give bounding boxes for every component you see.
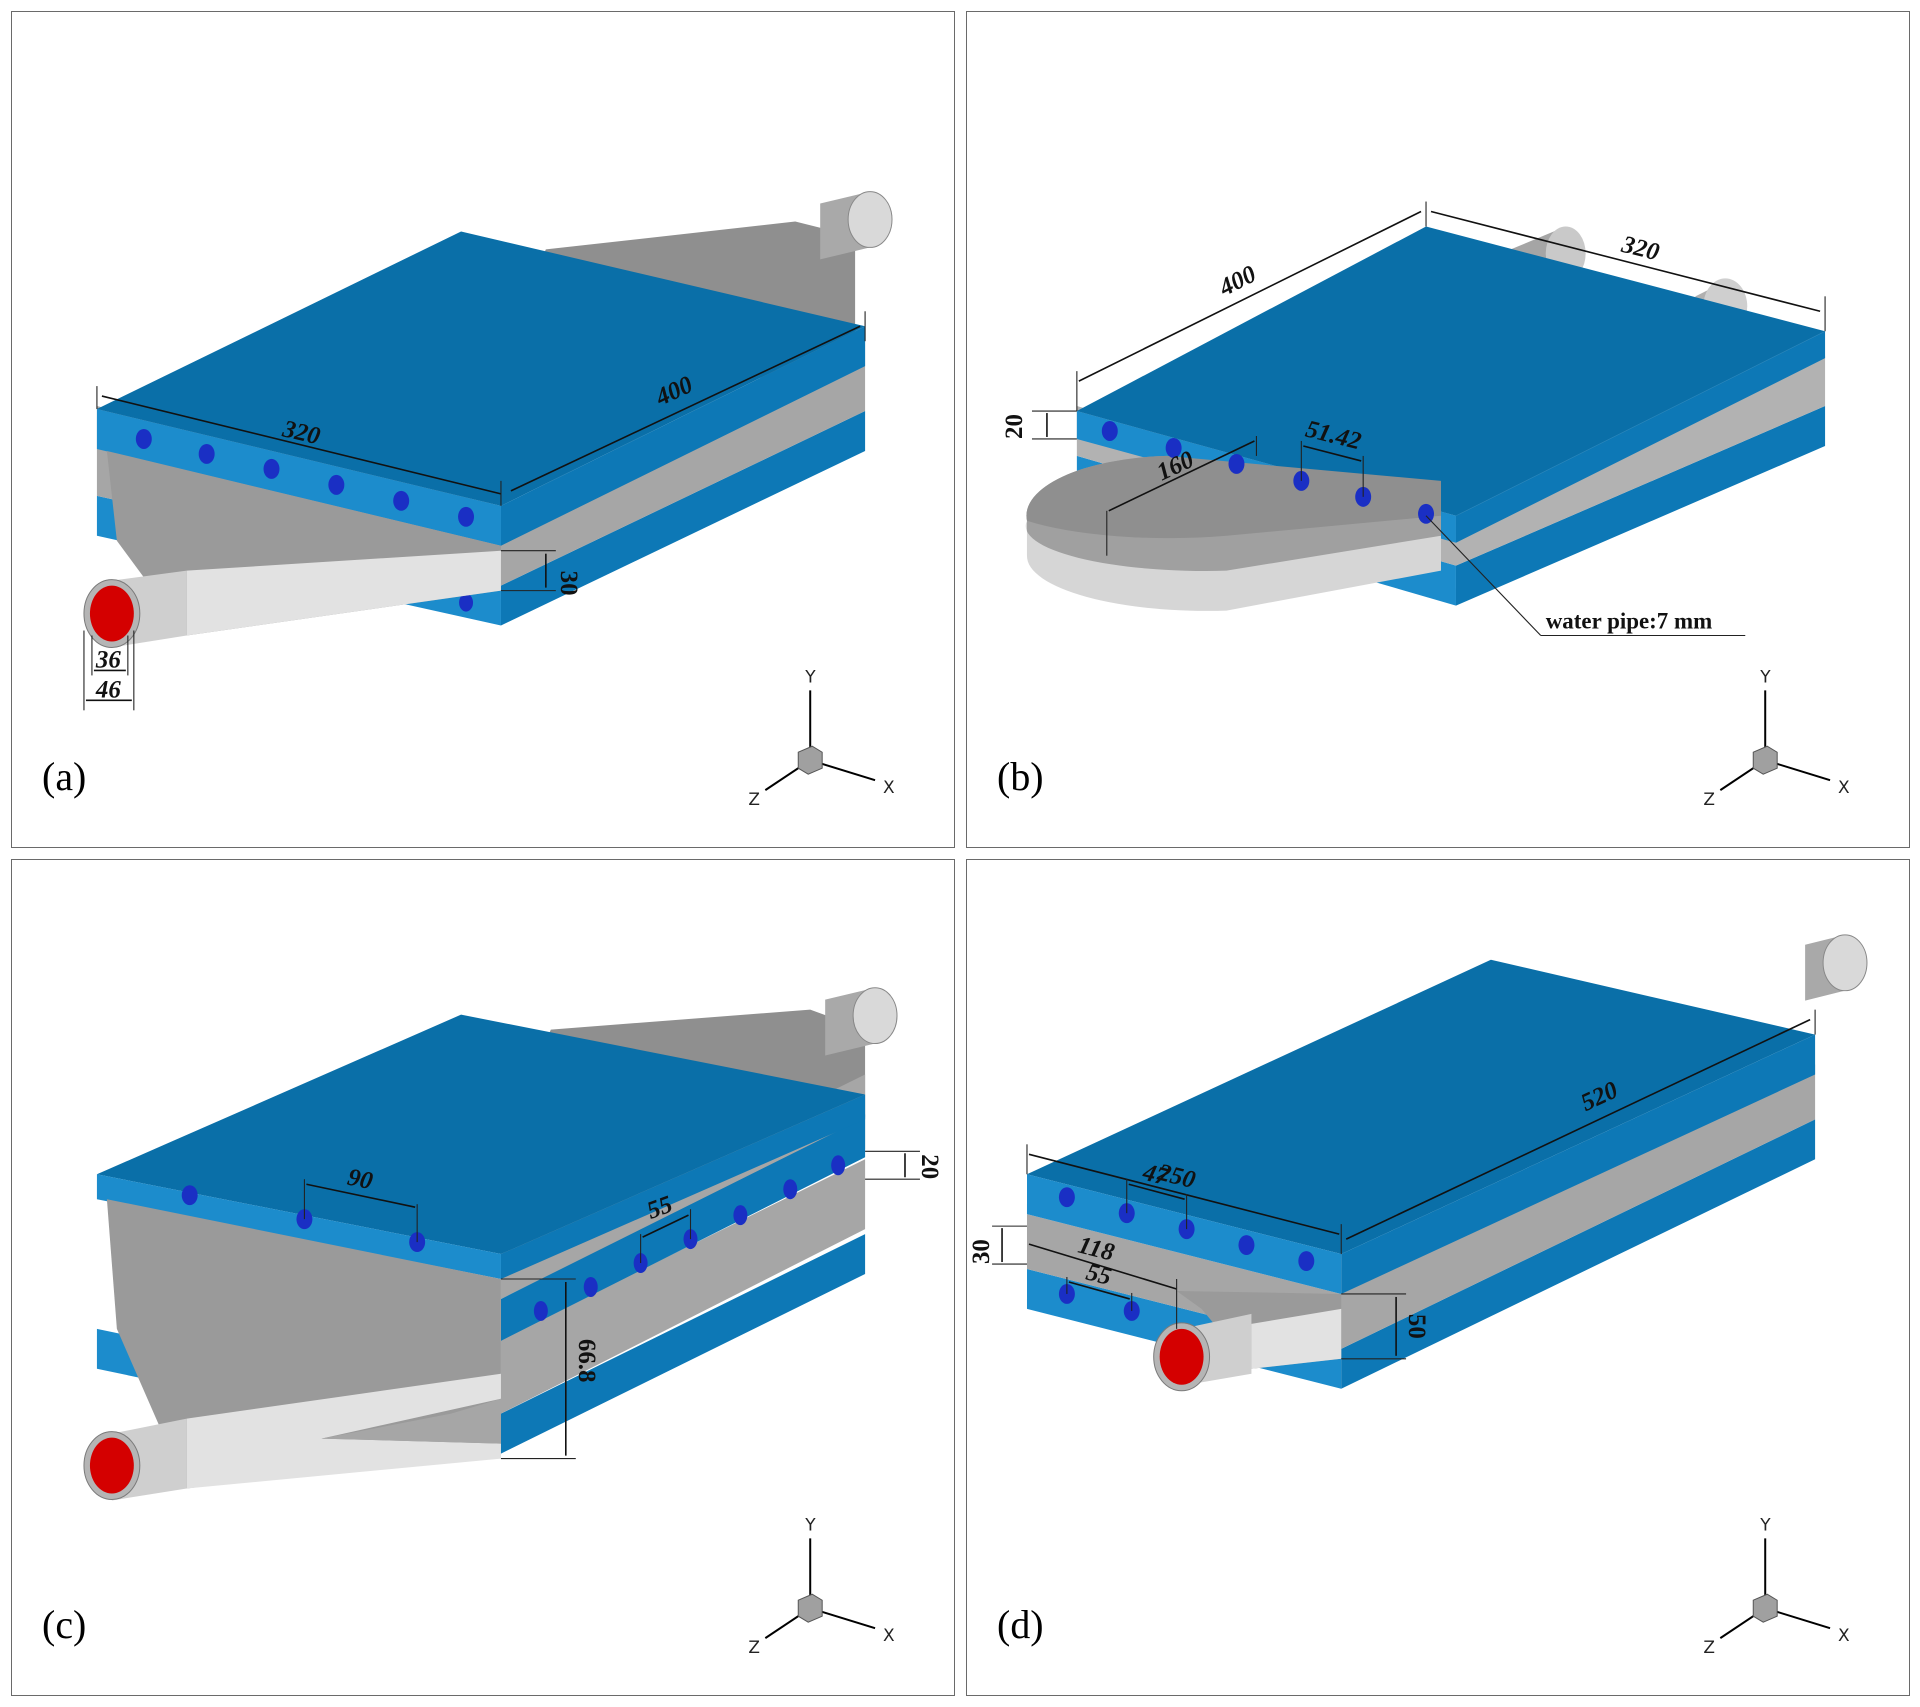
- axis-y-label: Y: [804, 1514, 816, 1534]
- channel-body-lower: [500, 1159, 866, 1414]
- plenum-front: [1025, 520, 1441, 611]
- dim-30: 30: [968, 1239, 995, 1264]
- top-plate-top: [96, 231, 866, 506]
- top-plate-side: [500, 326, 866, 546]
- water-pipe-holes: [1058, 1187, 1315, 1321]
- diagram-a: 320 400 30 36 46 Y X Z (a): [42, 191, 895, 809]
- front-duct-light: [186, 1373, 501, 1489]
- front-duct-light: [1251, 1308, 1342, 1369]
- axis-z-label: Z: [748, 789, 760, 809]
- rear-pipe-end: [847, 191, 893, 248]
- bottom-plate-side: [1341, 1119, 1816, 1389]
- panel-label-d: (d): [997, 1602, 1044, 1647]
- axis-triad: Y X Z: [1703, 666, 1850, 809]
- dim-90: 90: [345, 1164, 376, 1196]
- dim-20: 20: [1001, 414, 1028, 439]
- top-plate-side: [500, 1094, 866, 1279]
- dim-50: 50: [1403, 1314, 1430, 1339]
- dim-20: 20: [916, 1154, 943, 1179]
- top-plate-front: [96, 1174, 501, 1279]
- axis-x-label: X: [883, 777, 895, 797]
- water-pipe-note: water pipe:7 mm: [1546, 609, 1712, 634]
- panel-d: 250 520 47 30 118 55 50 Y X Z (d): [966, 859, 1910, 1696]
- front-duct-light: [186, 550, 501, 636]
- panel-label-c: (c): [42, 1602, 86, 1647]
- duct-split: [321, 1398, 501, 1444]
- top-plate-top: [1026, 959, 1816, 1255]
- panel-label-a: (a): [42, 754, 86, 799]
- plenum-top: [1026, 455, 1441, 539]
- inlet-pipe-bore: [89, 585, 134, 642]
- axis-x-label: X: [1838, 1625, 1850, 1645]
- bottom-plate-side: [500, 411, 866, 626]
- axis-triad: Y X Z: [1703, 1514, 1850, 1657]
- axis-z-label: Z: [748, 1637, 760, 1657]
- water-pipe-holes: [135, 429, 475, 612]
- diagram-d: 250 520 47 30 118 55 50 Y X Z (d): [968, 934, 1868, 1657]
- dim-36: 36: [95, 646, 121, 673]
- dim-46: 46: [95, 676, 121, 703]
- diagram-b: 400 320 20 51.42 160 water pipe:7 mm Y X…: [997, 201, 1850, 809]
- rear-pipe-end: [852, 987, 898, 1045]
- dim-400: 400: [1214, 260, 1261, 302]
- channel-body: [1026, 1064, 1816, 1349]
- panel-label-b: (b): [997, 754, 1044, 799]
- inlet-pipe-bore: [1159, 1328, 1204, 1385]
- axis-z-label: Z: [1703, 1637, 1715, 1657]
- panel-b: 400 320 20 51.42 160 water pipe:7 mm Y X…: [966, 11, 1910, 848]
- axis-triad: Y X Z: [748, 1514, 895, 1657]
- axis-x-label: X: [883, 1625, 895, 1645]
- dim-30: 30: [555, 571, 582, 596]
- panel-c: 90 55 20 66.8 Y X Z (c): [11, 859, 955, 1696]
- bottom-plate-side: [1455, 406, 1826, 606]
- top-plate-top: [1076, 226, 1826, 516]
- top-plate-side: [1455, 331, 1826, 543]
- axis-y-label: Y: [804, 666, 816, 686]
- axis-x-label: X: [1838, 777, 1850, 797]
- rear-pipe-end: [1822, 934, 1868, 992]
- top-plate-top: [96, 1014, 866, 1255]
- diagram-c: 90 55 20 66.8 Y X Z (c): [42, 987, 943, 1657]
- axis-y-label: Y: [1759, 666, 1771, 686]
- axis-triad: Y X Z: [748, 666, 895, 809]
- water-pipe-holes: [181, 1155, 846, 1321]
- axis-z-label: Z: [1703, 789, 1715, 809]
- inlet-pipe-bore: [89, 1437, 134, 1494]
- panel-a: 320 400 30 36 46 Y X Z (a): [11, 11, 955, 848]
- dim-66-8: 66.8: [573, 1339, 600, 1383]
- top-plate-front: [96, 409, 501, 546]
- axis-y-label: Y: [1759, 1514, 1771, 1534]
- bottom-plate-side: [500, 1234, 866, 1454]
- top-plate-side: [1341, 1034, 1816, 1294]
